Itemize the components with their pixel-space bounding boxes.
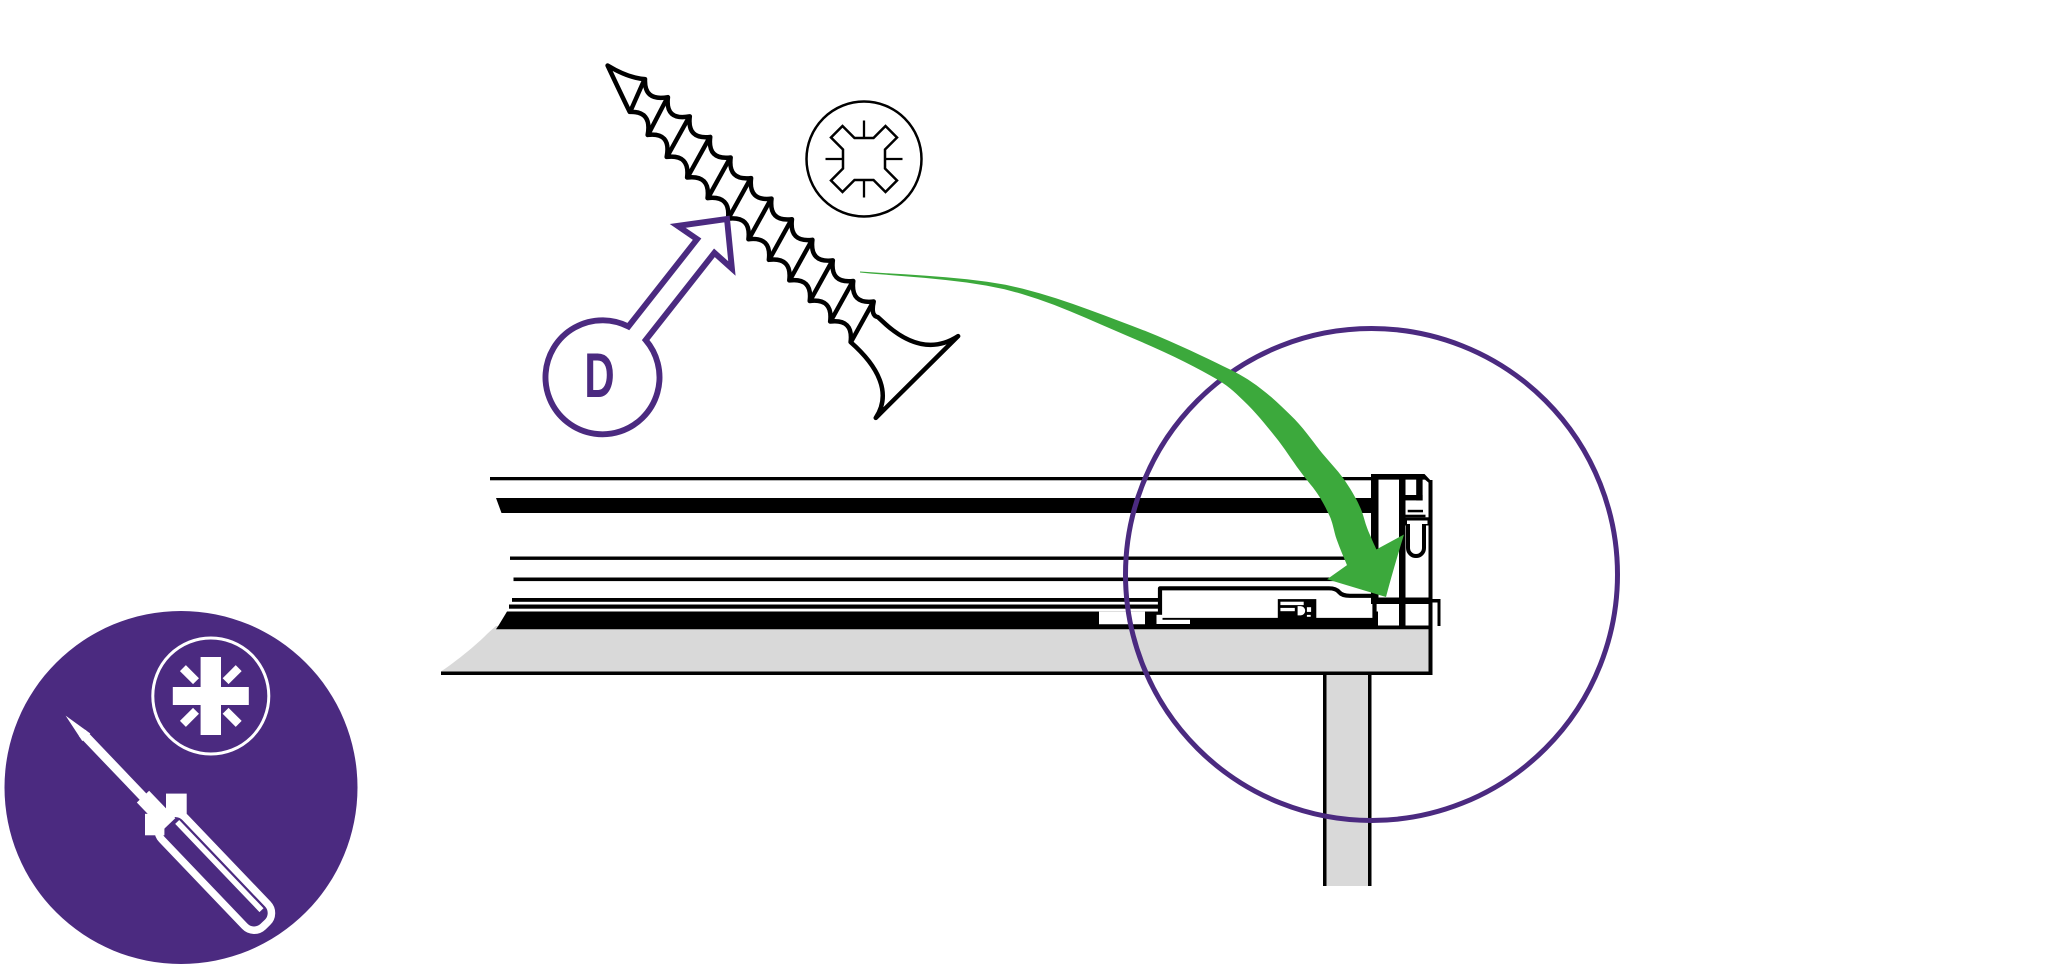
svg-text:D: D xyxy=(584,340,614,411)
